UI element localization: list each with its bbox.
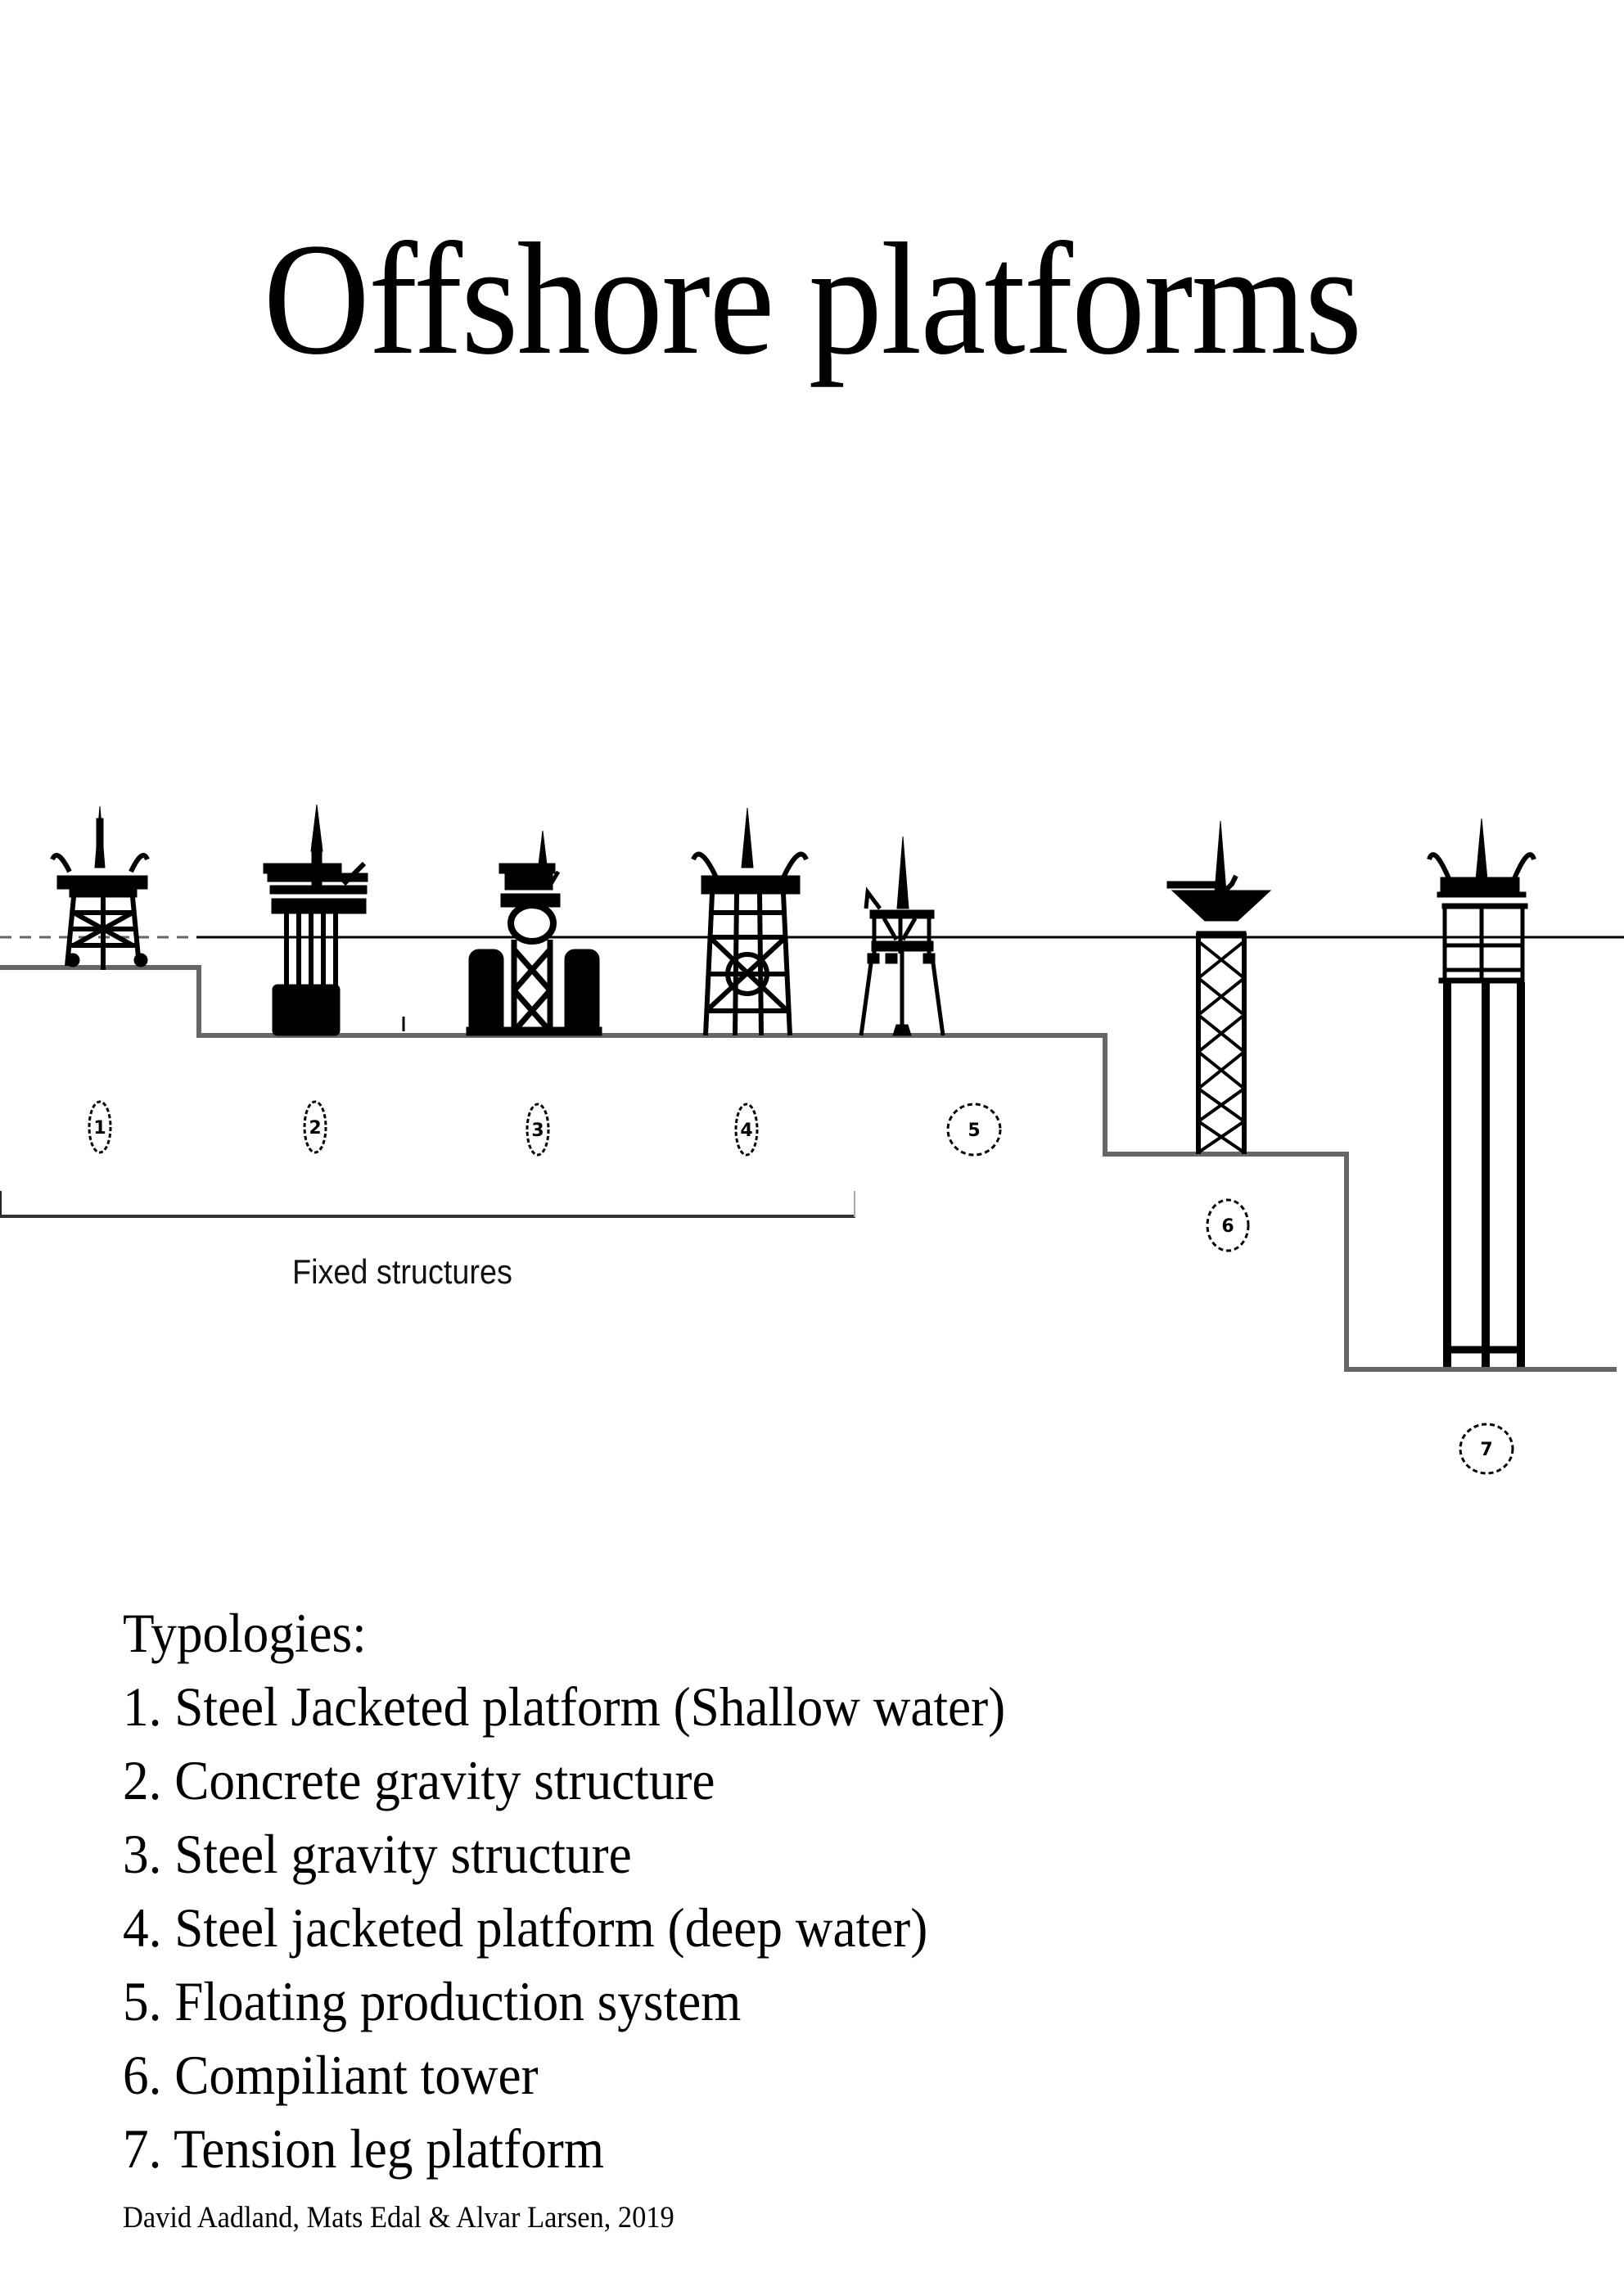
seabed-profile: [0, 965, 1617, 1372]
fixed-structures-bracket: [0, 1191, 855, 1218]
svg-text:1: 1: [93, 1118, 106, 1139]
platform-6-compliant-tower: [1166, 820, 1272, 1154]
svg-text:5: 5: [968, 1121, 980, 1141]
number-marker-1: 1: [88, 1100, 112, 1154]
typologies-heading: Typologies:: [123, 1602, 367, 1664]
svg-text:3: 3: [531, 1121, 544, 1141]
typology-item: 6. Compiliant tower: [123, 2044, 539, 2106]
typology-item: 5. Floating production system: [123, 1970, 742, 2032]
typology-item: 2. Concrete gravity structure: [123, 1749, 715, 1811]
author-credit: David Aadland, Mats Edal & Alvar Larsen,…: [123, 2201, 674, 2235]
svg-text:6: 6: [1221, 1216, 1234, 1237]
platform-diagram: 1 2 3 4 5 6 7: [0, 804, 1624, 1475]
fixed-structures-label: Fixed structures: [292, 1252, 512, 1291]
page-title: Offshore platforms: [263, 210, 1363, 389]
compliant-tower-bracing: [1197, 940, 1246, 1154]
typology-item: 3. Steel gravity structure: [123, 1823, 632, 1885]
platform-7-tension-leg: [1427, 818, 1536, 1367]
typology-item: 4. Steel jacketed platform (deep water): [123, 1896, 928, 1959]
platform-2-concrete-gravity: [263, 804, 405, 1036]
platform-1-steel-jacket-shallow: [50, 805, 150, 970]
number-marker-7: 7: [1459, 1423, 1514, 1475]
number-marker-5: 5: [946, 1103, 1002, 1157]
number-marker-6: 6: [1206, 1198, 1250, 1252]
platform-5-floating-production: [859, 836, 945, 1036]
platform-3-steel-gravity: [466, 830, 602, 1036]
platform-4-steel-jacket-deep: [691, 807, 809, 1036]
number-marker-3: 3: [526, 1103, 550, 1157]
svg-text:2: 2: [309, 1118, 321, 1139]
number-marker-2: 2: [303, 1100, 327, 1154]
typologies-list: Typologies: 1. Steel Jacketed platform (…: [123, 1596, 1005, 2185]
typology-item: 7. Tension leg platform: [123, 2117, 605, 2180]
svg-text:7: 7: [1480, 1440, 1492, 1460]
number-marker-4: 4: [734, 1103, 759, 1157]
typology-item: 1. Steel Jacketed platform (Shallow wate…: [123, 1675, 1006, 1738]
svg-text:4: 4: [740, 1121, 752, 1141]
